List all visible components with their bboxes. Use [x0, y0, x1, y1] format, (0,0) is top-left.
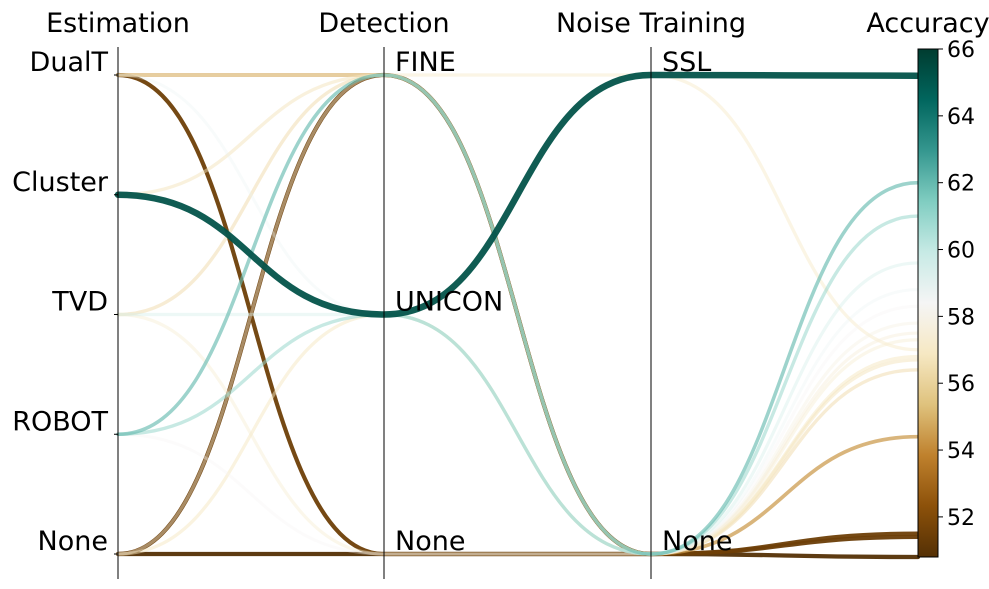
label-detection-fine: FINE [395, 47, 456, 78]
colorbar-tick-label-54: 54 [947, 439, 975, 464]
record-line-cluster-unicon-none-10 [116, 193, 920, 556]
label-estimation-tvd: TVD [51, 287, 108, 318]
record-line-robot-unicon-none-14 [116, 214, 920, 556]
label-estimation-cluster: Cluster [12, 167, 109, 198]
record-line-tvd-none-none-8 [116, 312, 920, 556]
record-line-cluster-unicon-ssl-16 [114, 71, 922, 318]
colorbar-tick-label-56: 56 [947, 372, 975, 397]
record-line-robot-fine-none-15 [116, 73, 920, 556]
colorbar-tick-label-58: 58 [947, 305, 975, 330]
label-estimation-robot: ROBOT [12, 406, 108, 437]
accuracy-axis-title: Accuracy [866, 8, 989, 39]
label-estimation-dualt: DualT [30, 47, 109, 78]
record-line-dualt-none-none-2 [115, 72, 921, 557]
label-noise-training-ssl: SSL [662, 47, 711, 78]
colorbar-tick-label-66: 66 [947, 38, 975, 63]
colorbar-tick-label-64: 64 [947, 105, 975, 130]
colorbar-tick-label-62: 62 [947, 172, 975, 197]
colorbar-tick-label-52: 52 [947, 506, 975, 531]
noise-training-axis-title: Noise Training [556, 8, 746, 39]
estimation-axis-title: Estimation [46, 8, 190, 39]
label-detection-unicon: UNICON [395, 287, 503, 318]
detection-axis-title: Detection [318, 8, 449, 39]
label-detection-none: None [395, 526, 465, 557]
record-line-dualt-fine-ssl-7 [116, 73, 920, 352]
record-lines [114, 71, 922, 560]
record-line-robot-none-none-11 [116, 304, 920, 556]
colorbar-tick-label-60: 60 [947, 239, 975, 264]
label-estimation-none: None [38, 526, 108, 557]
label-noise-training-none: None [662, 526, 732, 557]
accuracy-colorbar: Accuracy 52 54 56 58 60 62 64 66 [866, 8, 989, 558]
colorbar-gradient [917, 48, 939, 558]
